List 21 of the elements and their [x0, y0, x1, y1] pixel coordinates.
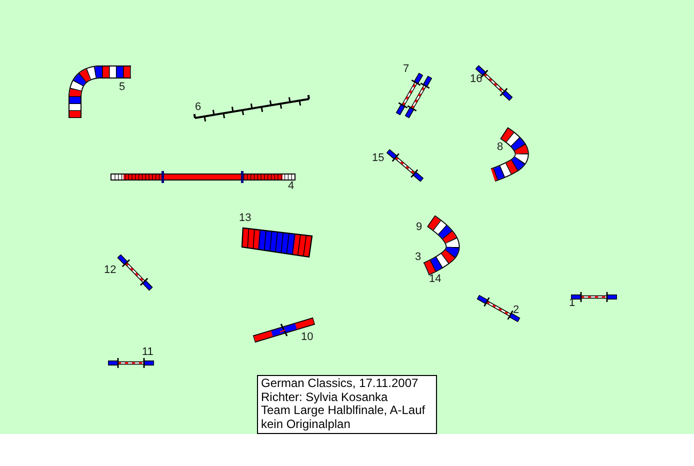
- info-text: Team Large Halblfinale, A-Lauf: [261, 404, 426, 418]
- callout-number: 9: [416, 221, 422, 233]
- callout-number: 4: [288, 180, 294, 192]
- callout-number: 16: [470, 73, 482, 85]
- callout-number: 10: [301, 331, 314, 343]
- callout-number: 13: [239, 212, 252, 224]
- info-text: Richter: Sylvia Kosanka: [261, 390, 389, 404]
- callout-number: 12: [104, 264, 116, 276]
- info-box: [257, 375, 437, 434]
- callout-number: 1: [569, 297, 576, 309]
- info-text: German Classics, 17.11.2007: [261, 377, 420, 390]
- info-text: kein Originalplan: [261, 418, 352, 431]
- callout-number: 11: [142, 346, 154, 358]
- callout-number: 5: [119, 81, 126, 93]
- callout-number: 8: [497, 141, 504, 153]
- callout-number: 7: [403, 63, 410, 75]
- callout-number: 15: [372, 152, 384, 164]
- callout-number: 3: [415, 251, 422, 263]
- callout-number: 14: [429, 273, 442, 285]
- callout-number: 2: [513, 304, 520, 316]
- callout-number: 6: [195, 101, 202, 113]
